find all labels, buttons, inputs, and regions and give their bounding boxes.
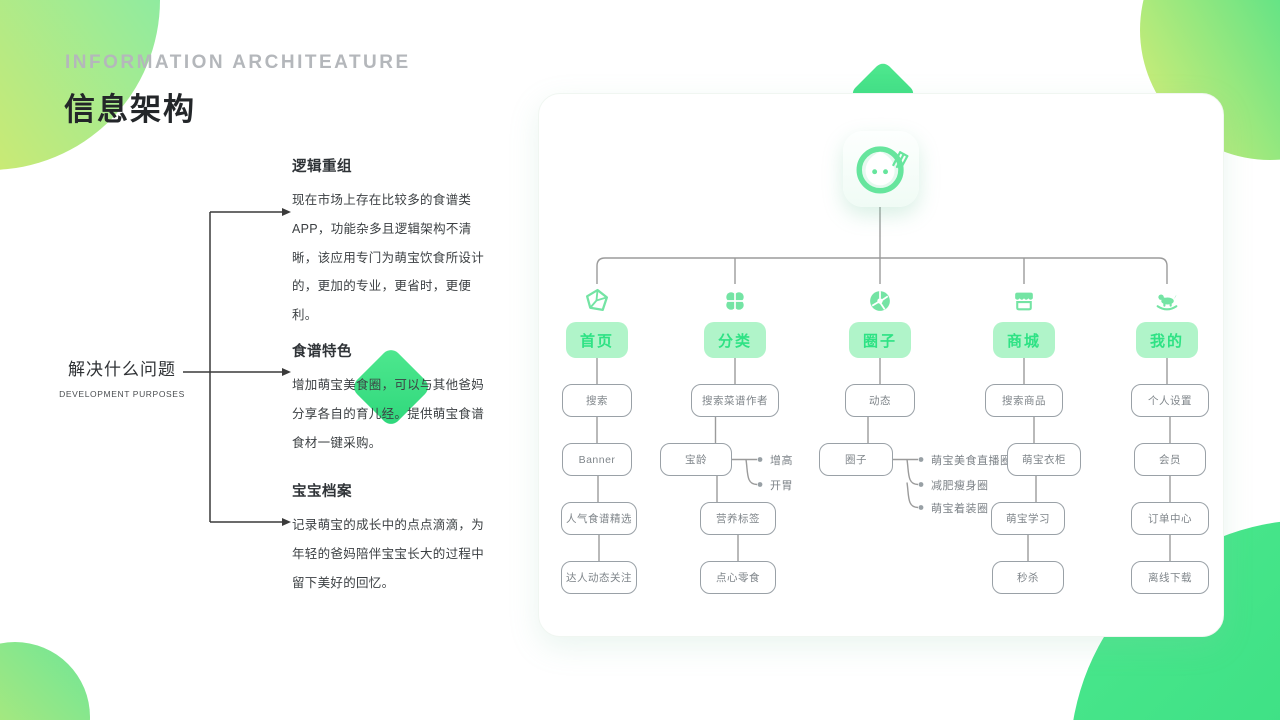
section-heading: 逻辑重组 [292, 159, 352, 175]
section-heading: 食谱特色 [292, 344, 352, 360]
section-logic: 逻辑重组 现在市场上存在比较多的食谱类APP，功能杂多且逻辑架构不清晰，该应用专… [292, 155, 496, 330]
tree-node-萌宝衣柜[interactable]: 萌宝衣柜 [1007, 443, 1081, 476]
shop-icon [1011, 288, 1037, 314]
nav-tab-圈子[interactable]: 圈子 [849, 322, 911, 358]
tree-node-达人动态关注[interactable]: 达人动态关注 [561, 561, 637, 594]
purpose-label: 解决什么问题 DEVELOPMENT PURPOSES [52, 355, 192, 399]
tree-node-搜索商品[interactable]: 搜索商品 [985, 384, 1063, 417]
tree-node-秒杀[interactable]: 秒杀 [992, 561, 1064, 594]
tree-connectors [596, 207, 1171, 561]
branch-label-萌宝着装圈: 萌宝着装圈 [931, 502, 989, 515]
section-body: 现在市场上存在比较多的食谱类APP，功能杂多且逻辑架构不清晰，该应用专门为萌宝饮… [292, 193, 485, 322]
nav-tab-商城[interactable]: 商城 [993, 322, 1055, 358]
tree-node-圈子[interactable]: 圈子 [819, 443, 893, 476]
nav-tab-我的[interactable]: 我的 [1136, 322, 1198, 358]
tree-node-动态[interactable]: 动态 [845, 384, 915, 417]
tree-node-Banner[interactable]: Banner [562, 443, 632, 476]
clover-icon [722, 288, 748, 314]
tree-node-点心零食[interactable]: 点心零食 [700, 561, 776, 594]
tree-node-营养标签[interactable]: 营养标签 [700, 502, 776, 535]
purpose-label-zh: 解决什么问题 [68, 360, 176, 379]
nav-tab-首页[interactable]: 首页 [566, 322, 628, 358]
tree-node-会员[interactable]: 会员 [1134, 443, 1206, 476]
section-heading: 宝宝档案 [292, 484, 352, 500]
bracket-connector [183, 208, 291, 526]
tree-node-搜索[interactable]: 搜索 [562, 384, 632, 417]
rocking-horse-icon [1154, 288, 1180, 314]
section-body: 增加萌宝美食圈，可以与其他爸妈分享各自的育儿经。提供萌宝食谱食材一键采购。 [292, 378, 485, 450]
branch-label-萌宝美食直播圈: 萌宝美食直播圈 [931, 454, 1012, 467]
tree-node-萌宝学习[interactable]: 萌宝学习 [991, 502, 1065, 535]
tree-node-宝龄[interactable]: 宝龄 [660, 443, 732, 476]
section-recipe-feature: 食谱特色 增加萌宝美食圈，可以与其他爸妈分享各自的育儿经。提供萌宝食谱食材一键采… [292, 340, 496, 457]
tree-node-个人设置[interactable]: 个人设置 [1131, 384, 1209, 417]
app-logo [843, 131, 919, 207]
purpose-label-en: DEVELOPMENT PURPOSES [59, 389, 185, 399]
nav-tab-分类[interactable]: 分类 [704, 322, 766, 358]
camera-icon [867, 288, 893, 314]
baby-chef-logo-icon [856, 146, 909, 194]
section-body: 记录萌宝的成长中的点点滴滴，为年轻的爸妈陪伴宝宝长大的过程中留下美好的回忆。 [292, 518, 485, 590]
origami-icon [584, 288, 610, 314]
branch-label-减肥瘦身圈: 减肥瘦身圈 [931, 479, 989, 492]
branch-label-增高: 增高 [770, 454, 793, 467]
branch-label-开胃: 开胃 [770, 479, 793, 492]
tree-node-搜索菜谱作者[interactable]: 搜索菜谱作者 [691, 384, 779, 417]
tree-node-订单中心[interactable]: 订单中心 [1131, 502, 1209, 535]
section-baby-archive: 宝宝档案 记录萌宝的成长中的点点滴滴，为年轻的爸妈陪伴宝宝长大的过程中留下美好的… [292, 480, 496, 597]
page-title: 信息架构 [64, 92, 196, 127]
decor-circle-bottom-left [0, 642, 90, 720]
kicker-text: INFORMATION ARCHITEATURE [65, 52, 411, 73]
tree-node-离线下载[interactable]: 离线下载 [1131, 561, 1209, 594]
tree-node-人气食谱精选[interactable]: 人气食谱精选 [561, 502, 637, 535]
